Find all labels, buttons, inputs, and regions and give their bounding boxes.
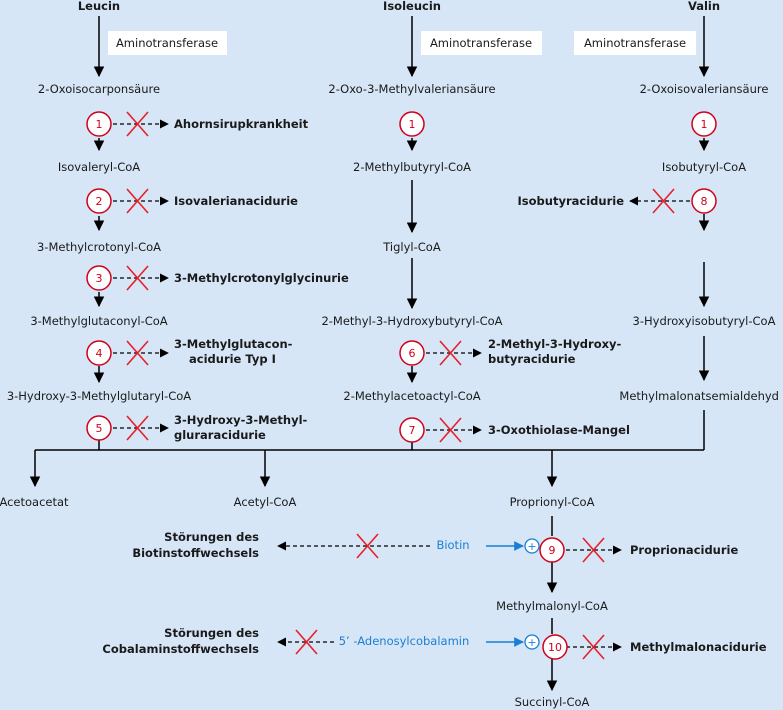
product-methylmalonyl-coa: Methylmalonyl-CoA <box>496 599 608 613</box>
step-number: 9 <box>549 544 556 557</box>
disease-methylmalonacidurie: Methylmalonacidurie <box>630 640 767 654</box>
cofactor-adenosylcobalamin: 5’ -Adenosylcobalamin <box>339 634 470 648</box>
step-number: 7 <box>409 424 416 437</box>
cofactor-arrows <box>486 541 524 647</box>
enzyme-label: Aminotransferase <box>584 36 686 50</box>
metabolite-leucin-3: 3-Methylcrotonyl-CoA <box>37 240 161 254</box>
disorder-biotin-line1: Störungen des <box>164 530 259 544</box>
step-number: 10 <box>548 641 562 654</box>
step-circle-valin-1: 1 <box>691 111 717 137</box>
header-isoleucin: Isoleucin <box>383 0 441 13</box>
metabolite-leucin-2: Isovaleryl-CoA <box>58 160 140 174</box>
step-circle-5: 5 <box>86 415 112 441</box>
plus-icon: + <box>524 634 540 650</box>
step-circle-leucin-1: 1 <box>86 111 112 137</box>
metabolite-valin-2: Isobutyryl-CoA <box>662 160 746 174</box>
disease-methylhydroxy-line1: 2-Methyl-3-Hydroxy- <box>488 337 622 351</box>
metabolite-valin-3: 3-Hydroxyisobutyryl-CoA <box>633 314 776 328</box>
plus-icon: + <box>524 538 540 554</box>
disease-proprionacidurie: Proprionacidurie <box>630 543 738 557</box>
disease-isobutyracidurie: Isobutyracidurie <box>518 194 625 208</box>
product-succinyl-coa: Succinyl-CoA <box>515 695 590 709</box>
step-circle-10: 10 <box>542 634 568 660</box>
plus-sign: + <box>527 636 536 649</box>
disease-hmg-line1: 3-Hydroxy-3-Methyl- <box>174 413 308 427</box>
metabolite-isoleucin-5: 2-Methylacetoactyl-CoA <box>343 389 480 403</box>
metabolite-valin-4: Methylmalonatsemialdehyd <box>619 389 779 403</box>
step-number: 1 <box>701 118 708 131</box>
step-circle-4: 4 <box>86 340 112 366</box>
header-leucin: Leucin <box>78 0 120 13</box>
block-crosses <box>126 111 675 660</box>
disease-oxothiolase-mangel: 3-Oxothiolase-Mangel <box>488 423 630 437</box>
step-number: 4 <box>96 347 103 360</box>
step-number: 8 <box>701 195 708 208</box>
metabolite-leucin-1: 2-Oxoisocarponsäure <box>38 82 160 96</box>
step-circle-6: 6 <box>399 340 425 366</box>
step-number: 3 <box>96 272 103 285</box>
header-valin: Valin <box>688 0 720 13</box>
enzyme-box-isoleucin: Aminotransferase <box>421 31 542 55</box>
product-acetoacetat: Acetoacetat <box>0 495 69 509</box>
step-number: 6 <box>409 347 416 360</box>
disease-methylhydroxy-line2: butyracidurie <box>488 352 576 366</box>
step-circle-9: 9 <box>539 537 565 563</box>
disease-hmg-line2: gluraracidurie <box>174 428 266 442</box>
disease-ahornsirupkrankheit: Ahornsirupkrankheit <box>174 117 309 131</box>
step-number: 1 <box>409 118 416 131</box>
plus-sign: + <box>527 540 536 553</box>
metabolite-leucin-5: 3-Hydroxy-3-Methylglutaryl-CoA <box>7 389 191 403</box>
dashed-arrows <box>113 119 690 652</box>
step-number: 2 <box>96 195 103 208</box>
step-circle-3: 3 <box>86 265 112 291</box>
enzyme-label: Aminotransferase <box>116 36 218 50</box>
metabolite-valin-1: 2-Oxoisovaleriansäure <box>640 82 769 96</box>
enzyme-box-leucin: Aminotransferase <box>108 31 227 55</box>
metabolite-leucin-4: 3-Methylglutaconyl-CoA <box>30 314 167 328</box>
cofactor-biotin: Biotin <box>436 538 469 552</box>
product-acetyl-coa: Acetyl-CoA <box>234 495 297 509</box>
disease-methylglutaconacidurie-line2: acidurie Typ I <box>189 352 276 366</box>
metabolite-isoleucin-1: 2-Oxo-3-Methylvaleriansäure <box>328 82 495 96</box>
step-circle-2: 2 <box>86 188 112 214</box>
metabolite-isoleucin-2: 2-Methylbutyryl-CoA <box>353 160 471 174</box>
step-circle-isoleucin-1: 1 <box>399 111 425 137</box>
collector-lines <box>29 449 704 692</box>
disease-methylglutaconacidurie-line1: 3-Methylglutacon- <box>174 337 293 351</box>
disease-isovalerianacidurie: Isovalerianacidurie <box>174 194 298 208</box>
disease-methylcrotonylglycinurie: 3-Methylcrotonylglycinurie <box>174 271 349 285</box>
product-proprionyl-coa: Proprionyl-CoA <box>510 495 595 509</box>
metabolite-isoleucin-3: Tiglyl-CoA <box>382 240 441 254</box>
disorder-biotin-line2: Biotinstoffwechsels <box>132 546 259 560</box>
enzyme-label: Aminotransferase <box>430 36 532 50</box>
enzyme-box-valin: Aminotransferase <box>574 31 696 55</box>
step-circle-8: 8 <box>691 188 717 214</box>
step-number: 1 <box>96 118 103 131</box>
step-number: 5 <box>96 422 103 435</box>
metabolite-isoleucin-4: 2-Methyl-3-Hydroxybutyryl-CoA <box>321 314 502 328</box>
step-circle-7: 7 <box>399 417 425 443</box>
disorder-cobalamin-line1: Störungen des <box>164 626 259 640</box>
disorder-cobalamin-line2: Cobalaminstoffwechsels <box>102 642 259 656</box>
